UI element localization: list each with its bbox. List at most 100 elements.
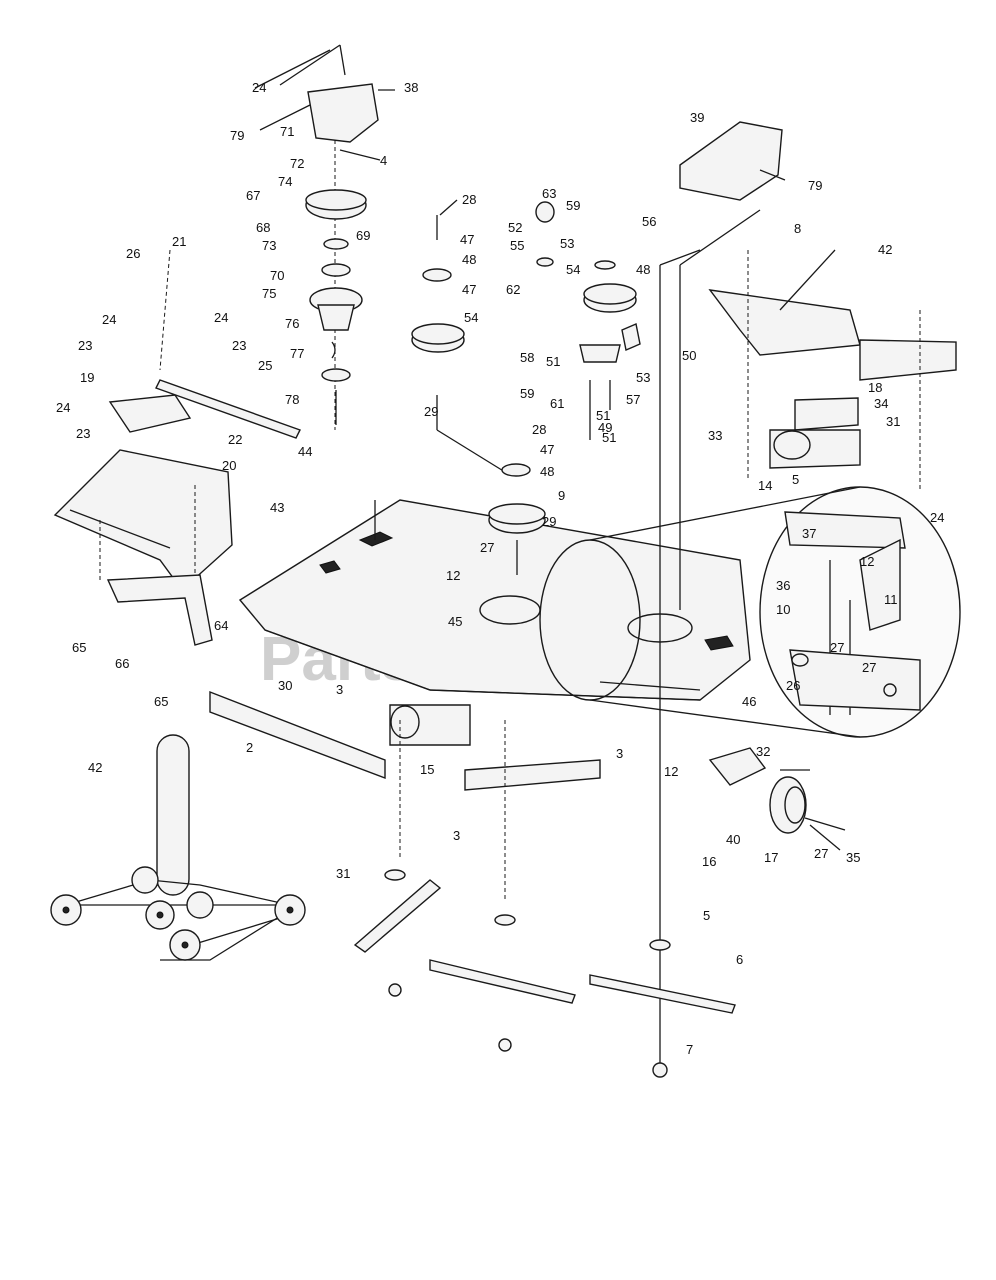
callout: 71 xyxy=(280,124,294,139)
callout: 55 xyxy=(510,238,524,253)
callout: 70 xyxy=(270,268,284,283)
callout: 27 xyxy=(480,540,494,555)
callout: 35 xyxy=(846,850,860,865)
callout: 47 xyxy=(540,442,554,457)
callout: 57 xyxy=(626,392,640,407)
callout: 28 xyxy=(462,192,476,207)
callout: 11 xyxy=(884,592,898,607)
callout-labels: 24 38 79 4 71 72 74 67 69 68 73 70 75 76… xyxy=(56,80,944,1057)
callout: 22 xyxy=(228,432,242,447)
callout: 67 xyxy=(246,188,260,203)
callout: 27 xyxy=(830,640,844,655)
callout: 76 xyxy=(285,316,299,331)
callout: 29 xyxy=(542,514,556,529)
right-bracket xyxy=(769,397,861,469)
callout: 73 xyxy=(262,238,276,253)
callout: 65 xyxy=(154,694,168,709)
callout: 7 xyxy=(686,1042,693,1057)
callout: 12 xyxy=(860,554,874,569)
callout: 12 xyxy=(664,764,678,779)
callout: 79 xyxy=(808,178,822,193)
callout: 65 xyxy=(72,640,86,655)
discharge-chute-assembly xyxy=(53,249,301,646)
left-spindle-assembly xyxy=(279,44,379,430)
callout: 31 xyxy=(336,866,350,881)
callout: 20 xyxy=(222,458,236,473)
callout: 48 xyxy=(462,252,476,267)
callout: 23 xyxy=(78,338,92,353)
callout: 45 xyxy=(448,614,462,629)
callout: 21 xyxy=(172,234,186,249)
callout: 58 xyxy=(520,350,534,365)
callout: 40 xyxy=(726,832,740,847)
callout: 46 xyxy=(742,694,756,709)
callout: 23 xyxy=(232,338,246,353)
callout: 68 xyxy=(256,220,270,235)
callout: 18 xyxy=(868,380,882,395)
callout: 19 xyxy=(80,370,94,385)
callout: 24 xyxy=(214,310,228,325)
callout: 77 xyxy=(290,346,304,361)
gauge-wheel-assembly xyxy=(708,747,846,834)
callout: 9 xyxy=(558,488,565,503)
callout: 42 xyxy=(878,242,892,257)
callout: 51 xyxy=(602,430,616,445)
callout: 26 xyxy=(126,246,140,261)
callout: 54 xyxy=(464,310,478,325)
callout: 33 xyxy=(708,428,722,443)
callout: 39 xyxy=(690,110,704,125)
callout: 54 xyxy=(566,262,580,277)
belt-routing-inset xyxy=(50,734,306,961)
callout: 38 xyxy=(404,80,418,95)
callout: 3 xyxy=(336,682,343,697)
callout: 25 xyxy=(258,358,272,373)
center-pulley-assembly xyxy=(411,215,546,575)
callout: 79 xyxy=(230,128,244,143)
callout: 47 xyxy=(460,232,474,247)
callout: 56 xyxy=(642,214,656,229)
callout: 14 xyxy=(758,478,772,493)
belt-shield-assembly xyxy=(659,121,957,1070)
callout: 78 xyxy=(285,392,299,407)
callout: 32 xyxy=(756,744,770,759)
callout: 53 xyxy=(636,370,650,385)
callout: 51 xyxy=(546,354,560,369)
callout: 27 xyxy=(862,660,876,675)
callout: 6 xyxy=(736,952,743,967)
callout: 48 xyxy=(636,262,650,277)
deck-baffles xyxy=(209,690,601,791)
callout: 10 xyxy=(776,602,790,617)
callout: 2 xyxy=(246,740,253,755)
callout: 62 xyxy=(506,282,520,297)
callout: 50 xyxy=(682,348,696,363)
callout: 8 xyxy=(794,221,801,236)
callout: 49 xyxy=(598,420,612,435)
callout: 64 xyxy=(214,618,228,633)
callout: 42 xyxy=(88,760,102,775)
callout: 23 xyxy=(76,426,90,441)
leader-lines xyxy=(254,49,841,851)
callout: 17 xyxy=(764,850,778,865)
callout: 66 xyxy=(115,656,129,671)
blades-and-hardware xyxy=(353,720,736,1078)
callout: 47 xyxy=(462,282,476,297)
callout: 3 xyxy=(616,746,623,761)
callout: 5 xyxy=(792,472,799,487)
callout: 29 xyxy=(424,404,438,419)
callout: 30 xyxy=(278,678,292,693)
callout: 52 xyxy=(508,220,522,235)
idler-assembly xyxy=(535,201,641,440)
callout: 31 xyxy=(886,414,900,429)
callout: 28 xyxy=(532,422,546,437)
callout: 75 xyxy=(262,286,276,301)
callout: 24 xyxy=(102,312,116,327)
callout: 5 xyxy=(703,908,710,923)
callout: 26 xyxy=(786,678,800,693)
detail-magnifier xyxy=(539,486,961,738)
callout: 63 xyxy=(542,186,556,201)
callout: 74 xyxy=(278,174,292,189)
callout: 24 xyxy=(252,80,266,95)
callout: 53 xyxy=(560,236,574,251)
callout: 43 xyxy=(270,500,284,515)
